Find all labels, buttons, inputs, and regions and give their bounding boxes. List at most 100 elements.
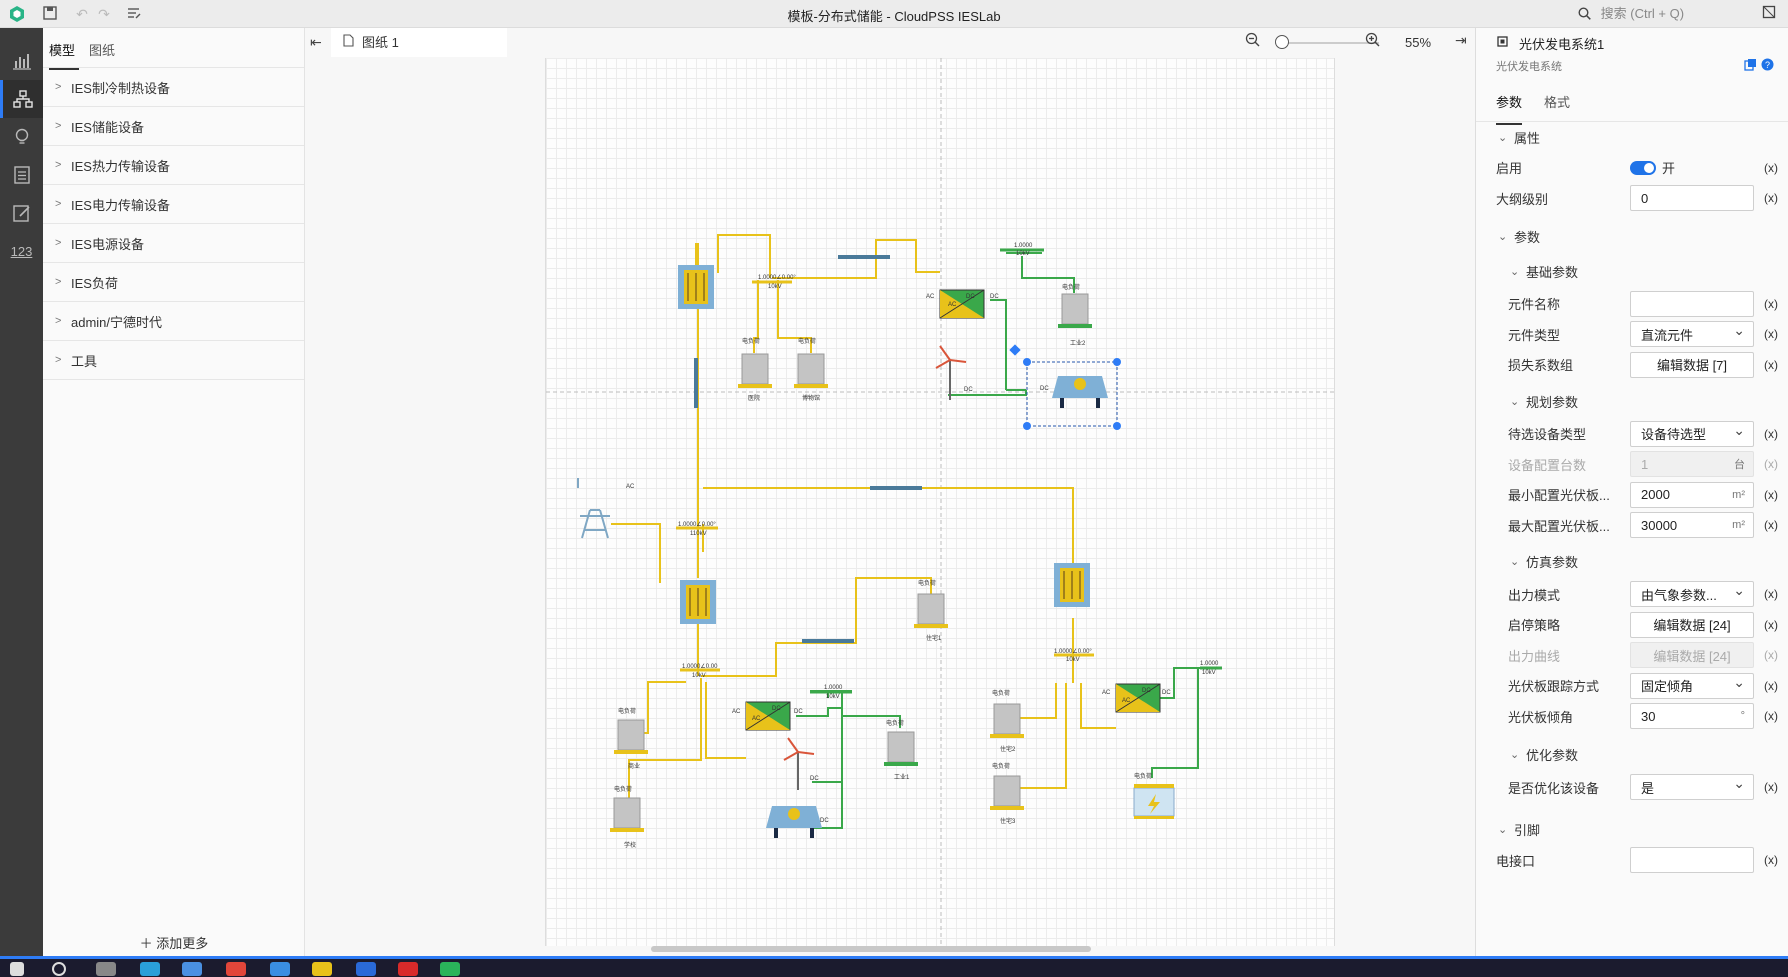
ac-dc-converter[interactable] — [939, 289, 985, 319]
fx-button[interactable]: (x) — [1764, 853, 1778, 868]
fullscreen-icon[interactable] — [1762, 5, 1776, 22]
fx-button[interactable]: (x) — [1764, 617, 1778, 632]
chrome-icon[interactable] — [226, 962, 246, 976]
category-item[interactable]: >IES电源设备 — [43, 224, 304, 263]
fx-button[interactable]: (x) — [1764, 426, 1778, 441]
fx-button[interactable]: (x) — [1764, 709, 1778, 724]
help-icon[interactable]: ? — [1761, 58, 1774, 71]
tab-params[interactable]: 参数 — [1496, 92, 1523, 125]
rail-edit-chart-icon[interactable] — [0, 194, 43, 232]
wind-turbine[interactable] — [783, 737, 815, 790]
app-icon[interactable] — [270, 962, 290, 976]
output-mode-select[interactable]: 由气象参数... — [1630, 581, 1754, 608]
ac-dc-converter[interactable] — [1115, 683, 1161, 713]
save-icon[interactable] — [42, 6, 58, 22]
rail-bulb-icon[interactable] — [0, 118, 43, 156]
grid-tower[interactable] — [577, 478, 610, 539]
transformer[interactable] — [1054, 563, 1090, 607]
undo-icon[interactable]: ↶ — [76, 6, 88, 22]
candidate-select[interactable]: 设备待选型 — [1630, 420, 1754, 447]
diagram-svg[interactable]: 1.0000∠0.00° 10kV 1.0000 10kV 1.0000∠0.0… — [546, 58, 1336, 946]
section-simulation[interactable]: ⌄ 仿真参数 — [1476, 547, 1788, 578]
folder-icon[interactable] — [312, 962, 332, 976]
zoom-slider-knob[interactable] — [1275, 35, 1289, 49]
collapse-right-icon[interactable]: ⇥ — [1455, 32, 1467, 48]
section-planning[interactable]: ⌄ 规划参数 — [1476, 386, 1788, 417]
load-buildings[interactable] — [613, 293, 1089, 829]
fx-button[interactable]: (x) — [1764, 296, 1778, 311]
optimize-select[interactable]: 是 — [1630, 774, 1754, 801]
horizontal-scrollbar[interactable] — [651, 946, 1091, 952]
fx-button[interactable]: (x) — [1764, 780, 1778, 795]
wind-turbine[interactable] — [935, 345, 967, 400]
category-item[interactable]: >IES热力传输设备 — [43, 146, 304, 185]
rail-list-icon[interactable] — [0, 156, 43, 194]
store-icon[interactable] — [182, 962, 202, 976]
drawing-tab[interactable]: 图纸 1 — [331, 28, 507, 57]
mail-icon[interactable] — [356, 962, 376, 976]
port-input[interactable] — [1630, 847, 1754, 874]
tilt-input[interactable]: 30° — [1630, 703, 1754, 730]
category-item[interactable]: >IES制冷制热设备 — [43, 68, 304, 107]
transformer[interactable] — [678, 265, 714, 309]
fx-button[interactable]: (x) — [1764, 487, 1778, 502]
fx-button[interactable]: (x) — [1764, 678, 1778, 693]
fx-button[interactable]: (x) — [1764, 160, 1778, 175]
section-pins[interactable]: ⌄ 引脚 — [1476, 815, 1788, 846]
tracking-select[interactable]: 固定倾角 — [1630, 672, 1754, 699]
zoom-slider-track[interactable] — [1279, 42, 1379, 44]
section-basic[interactable]: ⌄ 基础参数 — [1476, 256, 1788, 287]
category-item[interactable]: >IES负荷 — [43, 263, 304, 302]
tab-format[interactable]: 格式 — [1544, 95, 1571, 110]
add-more-button[interactable]: ＋ 添加更多 — [43, 933, 305, 952]
fx-button[interactable]: (x) — [1764, 327, 1778, 342]
loss-edit-button[interactable]: 编辑数据 [7] — [1630, 351, 1754, 378]
drawing-canvas[interactable]: 1.0000∠0.00° 10kV 1.0000 10kV 1.0000∠0.0… — [545, 58, 1336, 946]
copy-icon[interactable] — [1744, 58, 1757, 71]
fx-button[interactable]: (x) — [1764, 587, 1778, 602]
ac-dc-converter[interactable] — [745, 701, 791, 731]
transformer[interactable] — [680, 580, 716, 624]
search-taskbar-icon[interactable] — [52, 962, 66, 976]
section-optimize[interactable]: ⌄ 优化参数 — [1476, 740, 1788, 771]
rail-number-icon[interactable]: 123 — [10, 243, 33, 259]
browser-icon[interactable] — [140, 962, 160, 976]
min-area-value: 2000 — [1641, 487, 1670, 503]
tab-model[interactable]: 模型 — [49, 40, 80, 70]
collapse-sidebar-icon[interactable]: ⇤ — [310, 34, 322, 50]
pdf-icon[interactable] — [398, 962, 418, 976]
category-item[interactable]: >admin/宁德时代 — [43, 302, 304, 341]
section-attributes[interactable]: ⌄ 属性 — [1476, 122, 1788, 153]
battery-storage[interactable] — [1133, 784, 1175, 819]
fx-button[interactable]: (x) — [1764, 191, 1778, 206]
diagram-labels: 1.0000∠0.00° 10kV 1.0000 10kV 1.0000∠0.0… — [614, 243, 1219, 849]
section-params[interactable]: ⌄ 参数 — [1476, 222, 1788, 253]
pv-panel-selected[interactable] — [1009, 344, 1121, 430]
redo-icon[interactable]: ↷ — [98, 6, 110, 22]
rail-topology-icon[interactable] — [0, 80, 43, 118]
pv-panel[interactable] — [766, 806, 822, 838]
start-icon[interactable] — [10, 962, 24, 976]
name-input[interactable] — [1630, 290, 1754, 317]
taskview-icon[interactable] — [96, 962, 116, 976]
zoom-in-icon[interactable] — [1365, 32, 1380, 50]
category-item[interactable]: >工具 — [43, 341, 304, 380]
rail-chart-icon[interactable] — [0, 42, 43, 80]
type-select[interactable]: 直流元件 — [1630, 321, 1754, 348]
zoom-out-icon[interactable] — [1245, 32, 1260, 50]
fx-button[interactable]: (x) — [1764, 518, 1778, 533]
startstop-edit-button[interactable]: 编辑数据 [24] — [1630, 611, 1754, 638]
list-edit-icon[interactable] — [126, 6, 142, 22]
category-item[interactable]: >IES储能设备 — [43, 107, 304, 146]
label-dc-pv2: DC — [820, 818, 829, 824]
enabled-toggle[interactable] — [1630, 160, 1656, 175]
category-item[interactable]: >IES电力传输设备 — [43, 185, 304, 224]
name-label: 元件名称 — [1508, 297, 1561, 313]
chat-icon[interactable] — [440, 962, 460, 976]
fx-button[interactable]: (x) — [1764, 357, 1778, 372]
search-box[interactable]: 搜索 (Ctrl + Q) — [1578, 4, 1748, 24]
tab-drawing[interactable]: 图纸 — [89, 43, 116, 58]
outline-input[interactable]: 0 — [1630, 185, 1754, 212]
